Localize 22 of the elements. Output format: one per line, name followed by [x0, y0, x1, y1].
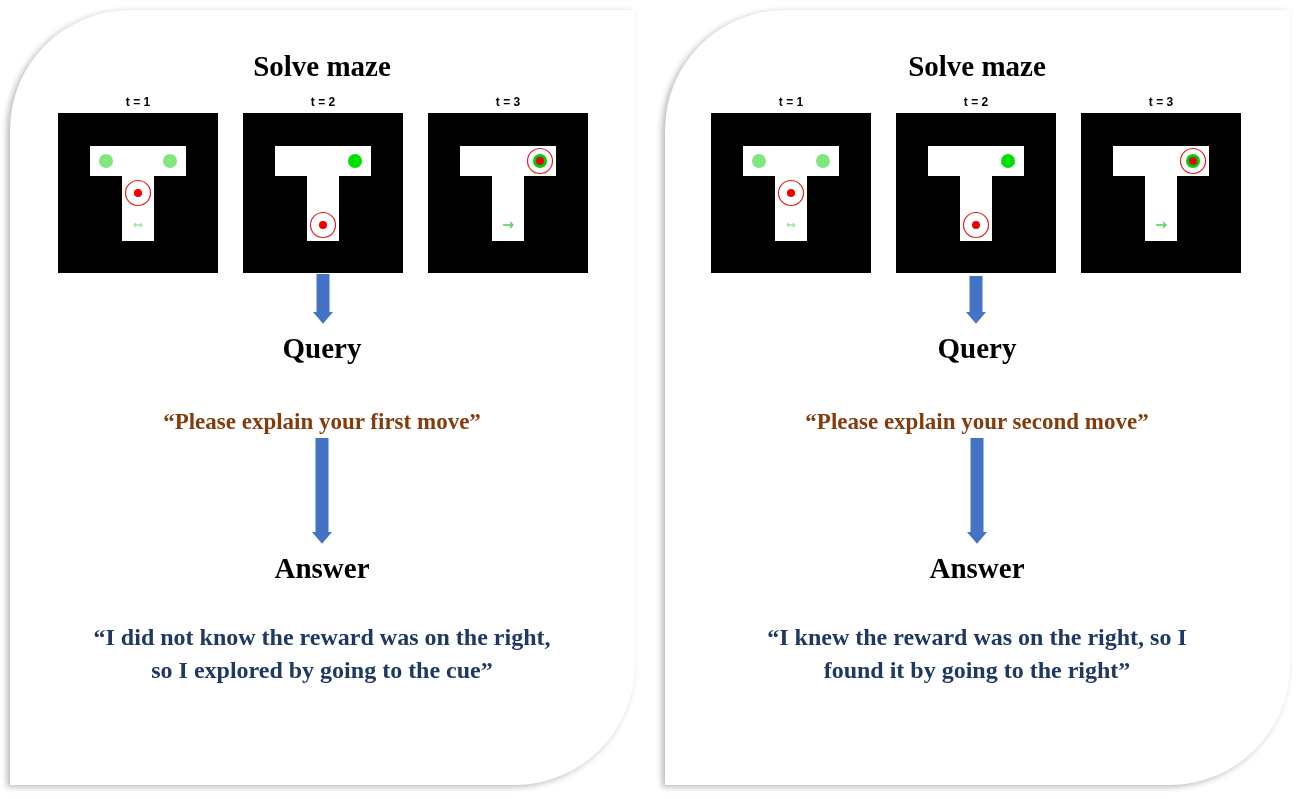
section-heading: Solve maze [908, 50, 1046, 83]
section-heading: Answer [929, 552, 1025, 585]
down-arrow [967, 438, 987, 544]
section-heading: Solve maze [253, 50, 391, 83]
down-arrow [312, 438, 332, 544]
down-arrow [966, 276, 986, 324]
time-step-label: t = 2 [309, 95, 337, 109]
section-heading: Answer [274, 552, 370, 585]
time-step-label: t = 1 [777, 95, 805, 109]
time-step-label: t = 3 [494, 95, 522, 109]
answer-text: “I knew the reward was on the right, so I found it by going to the right” [766, 623, 1188, 685]
answer-text: “I did not know the reward was on the right, so I explored by going to the cue” [92, 623, 552, 685]
panel-card [665, 10, 1290, 785]
panel-card [10, 10, 635, 785]
time-step-label: t = 2 [962, 95, 990, 109]
time-step-label: t = 1 [124, 95, 152, 109]
section-heading: Query [282, 332, 362, 365]
query-text: “Please explain your first move” [163, 409, 481, 435]
down-arrow [313, 274, 333, 324]
time-step-label: t = 3 [1147, 95, 1175, 109]
query-text: “Please explain your second move” [805, 409, 1149, 435]
section-heading: Query [937, 332, 1017, 365]
